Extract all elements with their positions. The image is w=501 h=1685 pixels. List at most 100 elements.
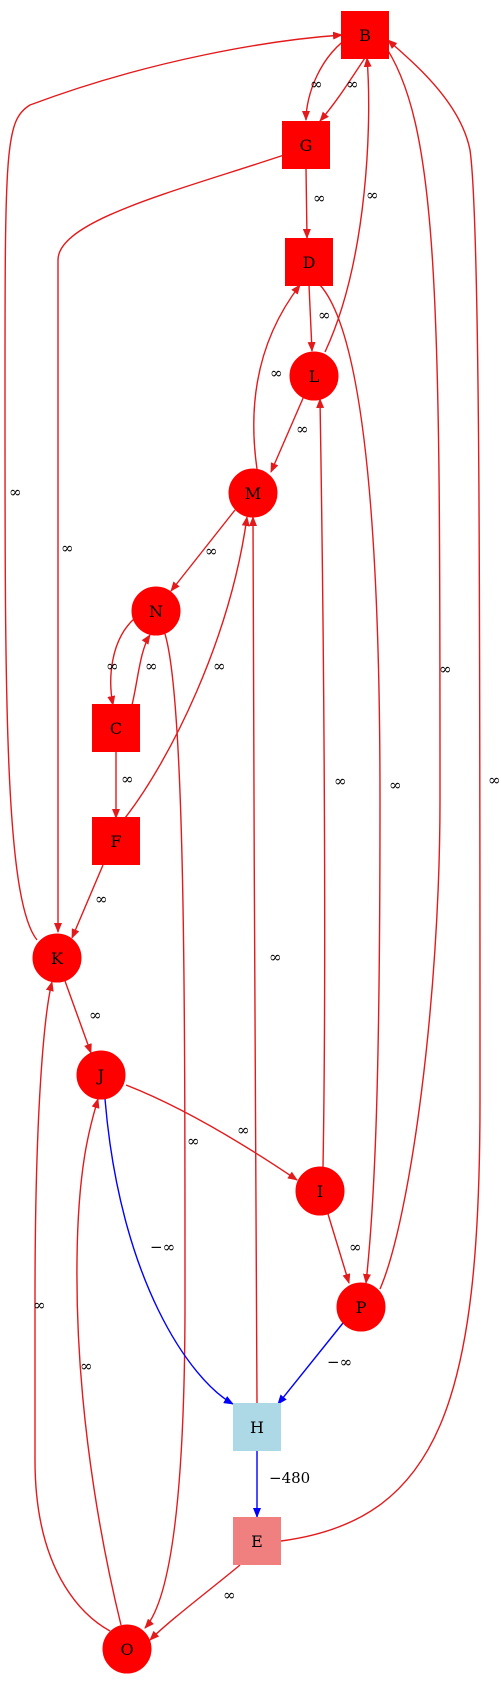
edge-label-h-to-m: ∞ <box>269 948 282 966</box>
edges-layer <box>4 31 481 1641</box>
edge-label-f-to-k: ∞ <box>95 890 108 908</box>
edge-label-o-to-k: ∞ <box>33 1296 46 1314</box>
edge-p-to-h <box>277 1322 344 1405</box>
edge-label-k-to-b: ∞ <box>9 483 22 501</box>
node-d: D <box>285 238 333 286</box>
edge-f-to-k <box>71 864 104 939</box>
node-h-label: H <box>250 1418 264 1437</box>
edge-c-to-n <box>131 634 151 706</box>
node-e-shape <box>233 1517 281 1565</box>
node-n-shape <box>131 586 181 636</box>
edge-label-d-to-p: ∞ <box>389 776 402 794</box>
edge-i-to-p <box>327 1213 351 1284</box>
edge-label-c-to-n: ∞ <box>145 657 158 675</box>
edge-label-e-to-o: ∞ <box>223 1586 236 1604</box>
node-c: C <box>92 704 140 752</box>
node-l: L <box>289 351 339 401</box>
node-m-shape <box>228 468 278 518</box>
edge-label-c-to-f: ∞ <box>121 770 134 788</box>
node-p: P <box>336 1282 386 1332</box>
edge-p-to-b <box>369 37 441 1290</box>
edge-e-to-o <box>149 1564 241 1641</box>
node-e: E <box>233 1517 281 1565</box>
edge-label-f-to-m: ∞ <box>213 657 226 675</box>
edge-d-to-p <box>319 284 381 1284</box>
edge-g-to-k <box>54 154 285 933</box>
edge-j-to-h <box>104 1098 234 1405</box>
edge-label-j-to-h: −∞ <box>150 1238 175 1256</box>
edge-h-to-m <box>249 516 258 1405</box>
node-h-shape <box>233 1403 281 1451</box>
node-j-label: J <box>96 1066 104 1085</box>
node-p-label: P <box>356 1298 367 1317</box>
edge-label-n-to-c: ∞ <box>106 657 119 675</box>
edge-o-to-j <box>76 1098 122 1626</box>
node-d-shape <box>285 238 333 286</box>
edge-label-b-to-g: ∞ <box>310 75 323 93</box>
edge-k-to-j <box>64 980 92 1054</box>
edge-label-j-to-i: ∞ <box>237 1121 250 1139</box>
edge-label-e-to-b: ∞ <box>488 771 501 789</box>
edge-e-to-b <box>280 39 481 1542</box>
edge-label-b-to-g: ∞ <box>346 75 359 93</box>
edge-label-n-to-o: ∞ <box>187 1132 200 1150</box>
edge-f-to-m <box>124 516 250 819</box>
node-m: M <box>228 468 278 518</box>
edge-g-to-d <box>302 167 311 239</box>
edge-label-h-to-e: −480 <box>269 1469 310 1487</box>
node-k-shape <box>32 933 82 983</box>
node-i: I <box>295 1166 345 1216</box>
edge-m-to-d <box>253 284 301 470</box>
node-c-label: C <box>110 719 122 738</box>
edge-n-to-c <box>107 617 136 706</box>
edge-label-m-to-d: ∞ <box>270 364 283 382</box>
edge-label-p-to-h: −∞ <box>327 1353 352 1371</box>
node-j-shape <box>76 1050 126 1100</box>
edge-b-to-g <box>319 57 366 122</box>
node-m-label: M <box>245 484 261 503</box>
edge-label-d-to-l: ∞ <box>318 306 331 324</box>
edge-n-to-o <box>144 633 186 1629</box>
edge-labels-layer: ∞∞∞∞∞∞∞∞∞∞∞∞∞∞∞∞∞∞∞−∞∞∞∞−∞∞−480∞∞∞∞ <box>9 75 501 1604</box>
edge-j-to-i <box>125 1084 298 1181</box>
edge-i-to-l <box>316 398 326 1168</box>
edge-o-to-k <box>34 981 111 1632</box>
node-l-shape <box>289 351 339 401</box>
node-g-label: G <box>300 136 313 155</box>
edge-label-i-to-l: ∞ <box>334 772 347 790</box>
edge-label-k-to-j: ∞ <box>89 1006 102 1024</box>
edge-label-o-to-j: ∞ <box>80 1357 93 1375</box>
node-k-label: K <box>51 949 64 968</box>
node-e-label: E <box>251 1532 263 1551</box>
node-o-label: O <box>120 1640 133 1659</box>
node-b: B <box>341 11 389 59</box>
node-k: K <box>32 933 82 983</box>
edge-d-to-l <box>307 284 316 352</box>
node-h: H <box>233 1403 281 1451</box>
node-g: G <box>282 121 330 169</box>
edge-l-to-m <box>270 395 305 473</box>
nodes-layer: B G D L M N C F K J I P H E O <box>32 11 389 1674</box>
node-i-shape <box>295 1166 345 1216</box>
edge-l-to-b <box>324 57 372 353</box>
node-c-shape <box>92 704 140 752</box>
edge-label-g-to-d: ∞ <box>313 189 326 207</box>
edge-label-g-to-k: ∞ <box>61 539 74 557</box>
node-j: J <box>76 1050 126 1100</box>
node-d-label: D <box>303 253 316 272</box>
edge-label-m-to-n: ∞ <box>205 542 218 560</box>
edge-label-i-to-p: ∞ <box>349 1238 362 1256</box>
edge-label-p-to-b: ∞ <box>439 660 452 678</box>
edge-m-to-n <box>170 509 236 592</box>
node-n: N <box>131 586 181 636</box>
edge-k-to-b <box>4 31 343 941</box>
node-f: F <box>92 817 140 865</box>
node-b-label: B <box>359 26 371 45</box>
node-n-label: N <box>149 602 163 621</box>
node-l-label: L <box>309 367 320 386</box>
node-f-shape <box>92 817 140 865</box>
node-o: O <box>102 1624 152 1674</box>
node-b-shape <box>341 11 389 59</box>
node-p-shape <box>336 1282 386 1332</box>
